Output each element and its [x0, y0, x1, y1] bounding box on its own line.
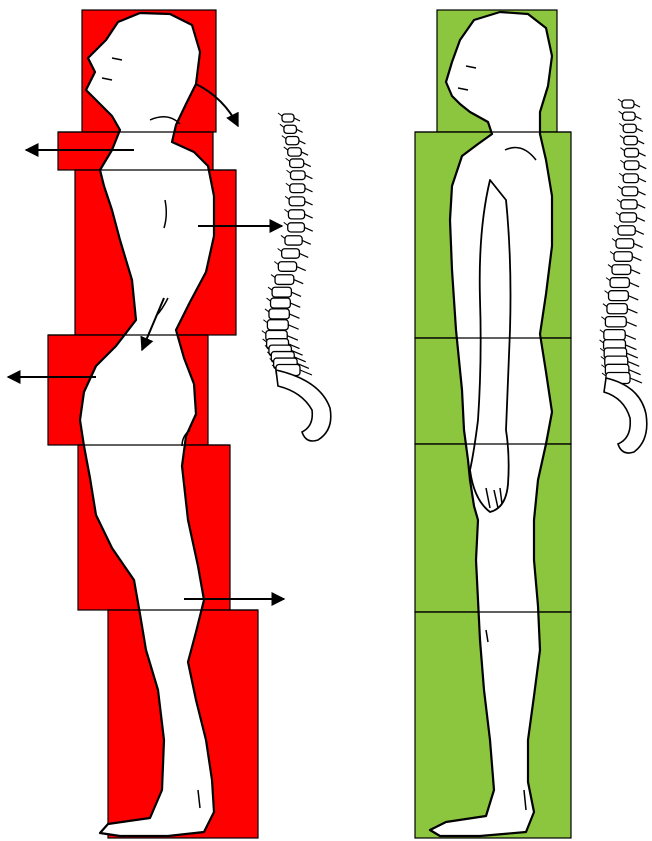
vertebra [619, 123, 643, 132]
vertebra [280, 124, 303, 133]
vertebra [267, 298, 301, 308]
straight-spine-illustration [600, 99, 647, 453]
sacrum [604, 378, 647, 453]
vertebra [268, 287, 301, 297]
vertebra [284, 147, 308, 156]
vertebra [600, 330, 636, 340]
vertebra [620, 136, 644, 145]
vertebra [601, 317, 636, 327]
vertebra [263, 320, 298, 330]
vertebra [605, 291, 639, 301]
vertebra [620, 160, 646, 169]
vertebra [271, 275, 303, 285]
vertebra [278, 248, 309, 258]
vertebra [619, 173, 646, 182]
vertebra [281, 235, 311, 245]
vertebra [620, 148, 645, 157]
vertebra [603, 304, 638, 314]
vertebra [287, 170, 313, 179]
sacrum [276, 370, 331, 441]
vertebra [282, 136, 306, 145]
vertebra [608, 265, 640, 275]
vertebra [617, 199, 645, 209]
vertebra [286, 183, 313, 192]
aligned-posture-panel [415, 10, 571, 838]
vertebra [278, 113, 300, 122]
vertebra [612, 238, 643, 248]
vertebra [614, 225, 644, 235]
curved-spine-illustration [262, 113, 331, 441]
vertebra [286, 158, 311, 167]
vertebra [265, 309, 300, 319]
vertebra [284, 222, 313, 232]
misaligned-posture-panel [8, 10, 284, 838]
vertebra [618, 99, 640, 108]
vertebra [618, 186, 645, 195]
vertebra [619, 111, 642, 120]
vertebra [284, 209, 312, 219]
vertebra [274, 262, 305, 272]
vertebra [606, 278, 639, 288]
vertebra [285, 196, 312, 205]
vertebra [610, 252, 641, 262]
vertebra [616, 212, 645, 222]
